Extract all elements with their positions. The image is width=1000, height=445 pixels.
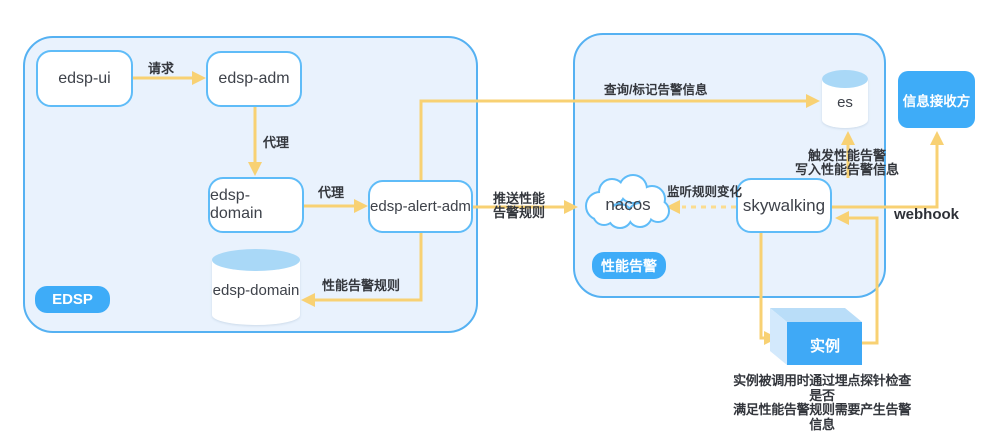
node-edsp-adm-label: edsp-adm <box>218 70 290 87</box>
edge-label-perf-rule: 性能告警规则 <box>321 278 401 293</box>
message-receiver-box: 信息接收方 <box>898 71 975 128</box>
edge-label-proxy-down: 代理 <box>263 135 290 150</box>
edge-label-webhook: webhook <box>894 206 960 223</box>
edge-label-query-mark: 查询/标记告警信息 <box>604 83 708 97</box>
edge-label-push-line1: 推送性能 <box>492 191 546 206</box>
edge-label-request: 请求 <box>147 61 175 76</box>
instance-caption-line1: 实例被调用时通过埋点探针检查是否 <box>733 373 911 403</box>
edsp-group-badge: EDSP <box>35 286 110 313</box>
edge-label-trigger-line2: 写入性能告警信息 <box>794 162 900 178</box>
edsp-badge-label: EDSP <box>52 291 93 308</box>
message-receiver-label: 信息接收方 <box>902 93 971 109</box>
node-nacos-label: nacos <box>605 195 651 214</box>
node-edsp-ui-label: edsp-ui <box>58 69 111 87</box>
node-edsp-adm: edsp-adm <box>206 51 302 107</box>
node-edsp-ui: edsp-ui <box>36 50 133 107</box>
es-db-top <box>822 70 868 88</box>
node-edsp-domain-label: edsp-domain <box>210 187 263 222</box>
node-skywalking: skywalking <box>736 178 832 233</box>
es-db-label: es <box>837 94 853 111</box>
edsp-domain-db-label: edsp-domain <box>212 282 300 299</box>
node-edsp-alert-adm: edsp-alert-adm <box>368 180 473 233</box>
instance-caption-line2: 满足性能告警规则需要产生告警信息 <box>733 402 911 432</box>
edsp-domain-db-top <box>212 249 300 271</box>
edge-label-proxy-right: 代理 <box>317 185 345 200</box>
edge-label-push-line2: 告警规则 <box>492 205 546 221</box>
edge-label-trigger-line1: 触发性能告警 <box>807 148 887 163</box>
instance-cube-label: 实例 <box>809 338 841 355</box>
perf-alert-badge-label: 性能告警 <box>601 257 657 274</box>
node-edsp-alert-adm-label: edsp-alert-adm <box>370 198 471 215</box>
edge-label-listen: 监听规则变化 <box>667 185 743 199</box>
node-edsp-domain: edsp-domain <box>208 177 304 233</box>
instance-caption: 实例被调用时通过埋点探针检查是否 满足性能告警规则需要产生告警信息 <box>733 373 911 432</box>
edge-label-push-rules: 推送性能 告警规则 <box>492 191 546 221</box>
perf-alert-group-badge: 性能告警 <box>592 252 666 279</box>
edge-label-trigger: 触发性能告警 写入性能告警信息 <box>794 148 900 178</box>
node-skywalking-label: skywalking <box>742 195 826 215</box>
